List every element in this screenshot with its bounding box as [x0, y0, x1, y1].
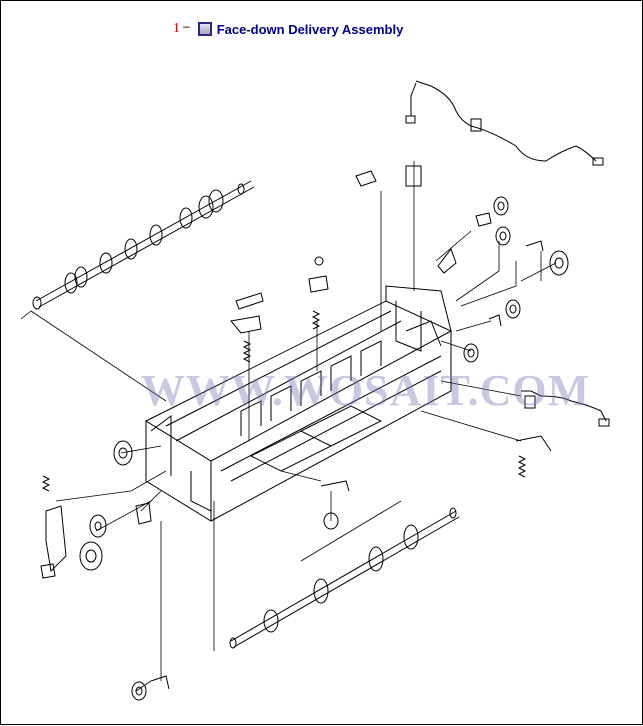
diagram-header: 1 – Face-down Delivery Assembly — [173, 19, 403, 39]
leader-lines — [21, 161, 556, 691]
gears — [80, 197, 568, 700]
main-frame-assembly — [146, 286, 451, 521]
upper-roller-shaft — [33, 181, 254, 309]
watermark-text: WWW.WOSAIT.COM — [141, 366, 591, 415]
callout-dash: – — [183, 19, 190, 33]
springs — [43, 311, 525, 491]
assembly-title[interactable]: Face-down Delivery Assembly — [216, 21, 404, 37]
lower-roller-shaft — [230, 508, 459, 648]
small-parts — [41, 166, 551, 689]
callout-number[interactable]: 1 — [173, 21, 180, 36]
wire-harness — [406, 81, 609, 426]
checkbox-icon[interactable] — [197, 22, 212, 36]
